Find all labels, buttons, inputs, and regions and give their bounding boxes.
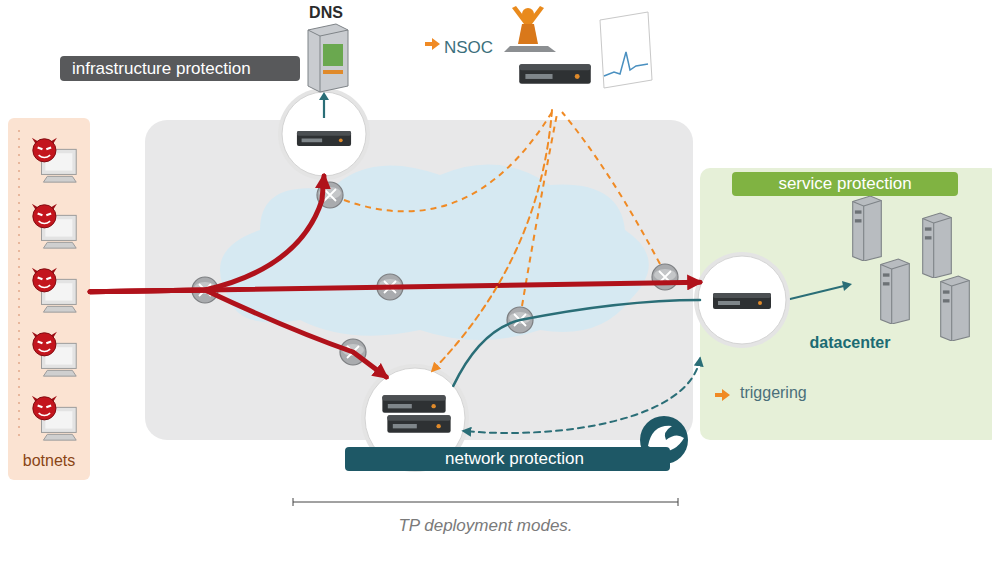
arrow-head	[319, 92, 329, 100]
connector-label: triggering	[738, 384, 809, 402]
figure-caption: TP deployment modes.	[293, 516, 678, 536]
datacenter-ground	[700, 168, 992, 440]
dns-flow-arrow	[323, 98, 325, 118]
botnet-icons	[32, 138, 76, 440]
station-label: NSOC	[444, 38, 493, 58]
server-label: DNS	[294, 4, 358, 22]
service-flow-arrow	[786, 285, 848, 300]
flow-connector	[463, 358, 700, 433]
routers	[192, 182, 678, 365]
panel-label: botnets	[8, 452, 90, 470]
nsoc-icons	[425, 6, 652, 88]
mode-band: infrastructure protection	[60, 56, 300, 81]
mode-band: service protection	[732, 172, 958, 196]
flow-connector	[432, 110, 552, 371]
trigger-arrow-icon	[715, 389, 730, 401]
flow-connector	[90, 290, 386, 377]
appliance-circles	[278, 88, 790, 472]
botnet-panel-ground	[8, 118, 90, 480]
nsoc-station: NSOC	[420, 8, 660, 110]
flow-connector	[90, 176, 324, 292]
region-label: datacenter	[790, 334, 910, 352]
mode-band: network protection	[345, 447, 670, 471]
arrow-head	[842, 281, 852, 291]
server-icons	[853, 196, 970, 341]
appliance-circle: DNSinfrastructure protection	[282, 92, 366, 176]
caption-rule	[293, 498, 678, 506]
dns-server	[308, 24, 348, 92]
appliance-circle: network protection	[365, 368, 465, 468]
flow-connector	[453, 300, 700, 386]
botnet-panel: botnets	[8, 118, 90, 480]
